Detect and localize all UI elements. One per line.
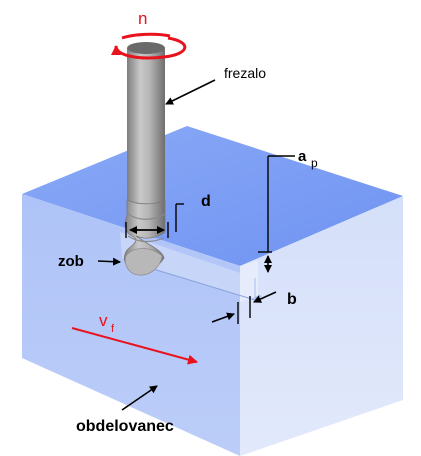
label-d: d xyxy=(201,193,211,210)
depth-dimension xyxy=(258,155,295,273)
block-top-face xyxy=(22,126,403,266)
diameter-dimension xyxy=(125,203,184,238)
tool-tip xyxy=(124,248,163,276)
zob-leader xyxy=(97,257,121,266)
milling-tool xyxy=(123,42,166,276)
label-p: p xyxy=(311,156,318,170)
label-n: n xyxy=(138,9,147,28)
label-b: b xyxy=(287,291,297,308)
label-a: a xyxy=(298,148,307,165)
label-obdelovanec: obdelovanec xyxy=(76,418,174,435)
slot-step xyxy=(240,260,258,302)
block-right-face xyxy=(240,196,403,456)
tool-shank xyxy=(127,48,165,226)
frezalo-leader xyxy=(165,79,216,105)
tool-top xyxy=(127,42,165,54)
workpiece-block xyxy=(22,126,403,456)
rotation-arrow xyxy=(111,32,187,60)
label-frezalo: frezalo xyxy=(224,65,266,81)
obdelovanec-leader xyxy=(121,385,158,411)
label-f: f xyxy=(111,323,115,335)
label-v: v xyxy=(99,311,108,330)
width-dimension xyxy=(211,291,277,324)
label-zob: zob xyxy=(58,253,84,270)
feed-arrow xyxy=(71,327,198,365)
